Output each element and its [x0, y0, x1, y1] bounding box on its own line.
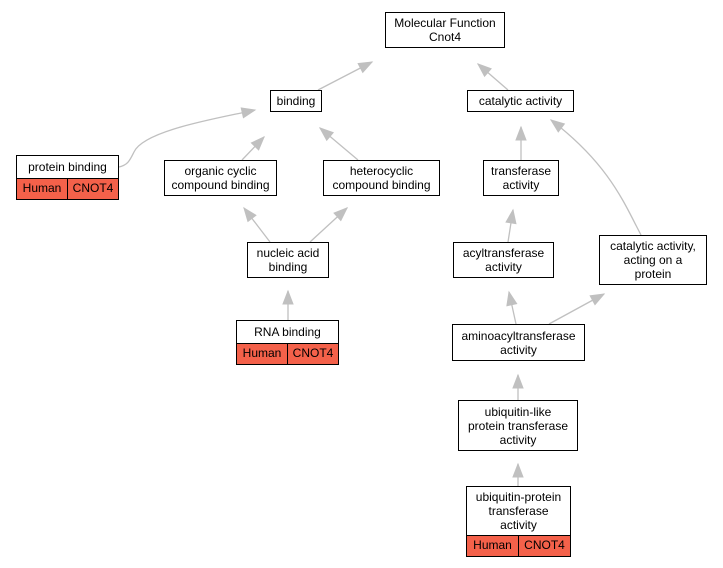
node-label-line: nucleic acid: [256, 246, 320, 260]
node-label: protein binding: [17, 156, 118, 178]
annotation-row: Human CNOT4: [237, 343, 338, 364]
arrowhead-icon: [243, 206, 257, 223]
arrowhead-icon: [512, 373, 524, 389]
node-label: ubiquitin-protein transferase activity: [467, 487, 570, 535]
arrowhead-icon: [282, 289, 294, 305]
node-label: RNA binding: [237, 321, 338, 343]
arrowhead-icon: [333, 207, 349, 222]
node-label-line: acyltransferase: [462, 246, 545, 260]
node-heterocyclic-compound-binding[interactable]: heterocyclic compound binding: [323, 160, 440, 196]
node-label-line: activity: [502, 178, 540, 192]
node-label: binding: [271, 91, 321, 111]
annotation-row: Human CNOT4: [467, 535, 570, 556]
node-transferase-activity[interactable]: transferase activity: [483, 160, 559, 196]
node-label: acyltransferase activity: [454, 243, 553, 277]
node-label-line: transferase: [488, 504, 549, 518]
node-label-line: activity: [485, 260, 522, 274]
annotation-gene[interactable]: CNOT4: [67, 179, 118, 199]
arrowhead-icon: [505, 208, 517, 225]
node-label-line: catalytic activity: [478, 94, 563, 108]
node-label-line: RNA binding: [254, 325, 321, 339]
node-label-line: protein transferase: [467, 418, 569, 433]
annotation-gene[interactable]: CNOT4: [518, 536, 570, 556]
node-label: organic cyclic compound binding: [165, 161, 276, 195]
node-catalytic-activity[interactable]: catalytic activity: [467, 90, 574, 112]
annotation-species[interactable]: Human: [467, 536, 518, 556]
node-label: transferase activity: [484, 161, 558, 195]
node-label: catalytic activity, acting on a protein: [600, 236, 706, 284]
node-label-line: transferase: [490, 164, 552, 178]
node-organic-cyclic-compound-binding[interactable]: organic cyclic compound binding: [164, 160, 277, 196]
annotation-row: Human CNOT4: [17, 178, 118, 199]
arrowhead-icon: [549, 119, 566, 133]
node-protein-binding[interactable]: protein binding Human CNOT4: [16, 155, 119, 200]
node-label: Molecular Function Cnot4: [386, 13, 504, 47]
node-label-line: compound binding: [171, 178, 270, 192]
arrowhead-icon: [506, 290, 518, 307]
node-label-line: binding: [276, 94, 316, 108]
node-label: aminoacyltransferase activity: [453, 325, 584, 360]
node-label-line: aminoacyltransferase: [461, 328, 576, 343]
node-label-line: heterocyclic: [349, 164, 414, 178]
node-label-line: catalytic activity,: [610, 239, 696, 253]
node-label: catalytic activity: [468, 91, 573, 111]
node-label-line: protein binding: [28, 160, 107, 174]
node-label-line: ubiquitin-like: [484, 404, 552, 419]
node-label-line: Molecular Function: [394, 16, 496, 30]
node-ubiquitin-like-protein-transferase-activity[interactable]: ubiquitin-like protein transferase activ…: [458, 400, 578, 451]
arrowhead-icon: [250, 135, 265, 151]
node-nucleic-acid-binding[interactable]: nucleic acid binding: [247, 242, 329, 278]
node-label-line: activity: [500, 342, 537, 357]
arrowhead-icon: [357, 61, 374, 74]
node-label-line: protein: [634, 267, 672, 281]
arrowhead-icon: [515, 125, 527, 141]
arrowhead-icon: [589, 293, 606, 306]
node-molecular-function[interactable]: Molecular Function Cnot4: [385, 12, 505, 48]
node-label-line: acting on a: [623, 253, 683, 267]
annotation-species[interactable]: Human: [237, 344, 287, 364]
node-acyltransferase-activity[interactable]: acyltransferase activity: [453, 242, 554, 278]
node-label-line: Cnot4: [428, 30, 462, 44]
node-aminoacyltransferase-activity[interactable]: aminoacyltransferase activity: [452, 324, 585, 361]
node-binding[interactable]: binding: [270, 90, 322, 112]
node-catalytic-activity-acting-on-a-protein[interactable]: catalytic activity, acting on a protein: [599, 235, 707, 285]
arrowhead-icon: [476, 63, 492, 78]
node-label-line: ubiquitin-protein: [475, 490, 562, 504]
node-label-line: activity: [499, 432, 537, 447]
node-label: heterocyclic compound binding: [324, 161, 439, 195]
node-label-line: activity: [500, 518, 537, 532]
node-label: nucleic acid binding: [248, 243, 328, 277]
arrowhead-icon: [512, 462, 524, 478]
edge-catalytic_protein-to-catalytic: [550, 119, 642, 236]
arrowhead-icon: [318, 127, 335, 142]
annotation-gene[interactable]: CNOT4: [287, 344, 338, 364]
arrowhead-icon: [240, 107, 257, 119]
node-ubiquitin-protein-transferase-activity[interactable]: ubiquitin-protein transferase activity H…: [466, 486, 571, 557]
node-rna-binding[interactable]: RNA binding Human CNOT4: [236, 320, 339, 365]
node-label-line: binding: [268, 260, 308, 274]
node-label: ubiquitin-like protein transferase activ…: [459, 401, 577, 450]
edge-protein_binding-to-binding: [118, 109, 256, 168]
node-label-line: organic cyclic: [184, 164, 257, 178]
node-label-line: compound binding: [332, 178, 431, 192]
annotation-species[interactable]: Human: [17, 179, 67, 199]
